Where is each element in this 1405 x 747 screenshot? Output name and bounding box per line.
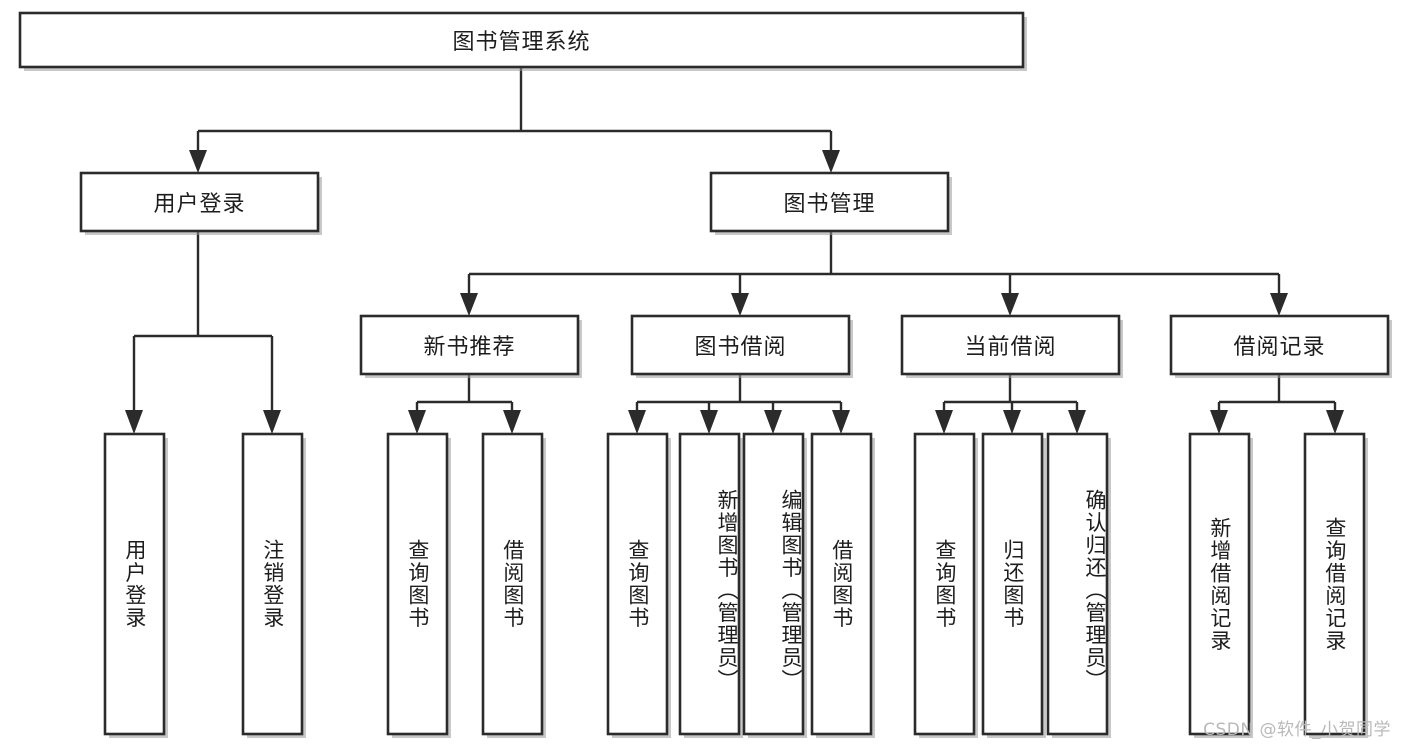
edge-group-bookmanage — [460, 231, 1288, 316]
node-leaf-query-book-2[interactable] — [606, 432, 669, 736]
node-leaf-borrow-book-1[interactable] — [481, 432, 544, 736]
arrow-root-to-bookmanage — [822, 150, 840, 173]
edge-group-newbook — [408, 374, 521, 434]
arrow-newbook-to-leaf2 — [503, 410, 521, 434]
arrow-bookborrow-to-leaf1 — [628, 410, 646, 434]
arrow-borrowrecord-to-leaf2 — [1326, 410, 1344, 434]
node-current-borrow[interactable] — [900, 314, 1121, 376]
edge-group-root — [189, 67, 840, 173]
node-leaf-add-record[interactable] — [1188, 432, 1251, 736]
arrow-currentborrow-to-leaf3 — [1068, 410, 1086, 434]
arrow-borrowrecord-to-leaf1 — [1210, 410, 1228, 434]
arrow-bookborrow-to-leaf2 — [700, 410, 718, 434]
node-book-borrow[interactable] — [630, 314, 851, 376]
arrow-userlogin-to-leaf1 — [125, 410, 143, 434]
edge-group-userlogin — [125, 231, 281, 434]
arrow-bookmanage-to-new — [460, 293, 478, 316]
node-leaf-query-book-1[interactable] — [386, 432, 449, 736]
arrow-currentborrow-to-leaf1 — [935, 410, 953, 434]
node-borrow-record[interactable] — [1169, 314, 1390, 376]
node-book-manage[interactable] — [709, 171, 950, 233]
node-user-login[interactable] — [79, 171, 320, 233]
node-leaf-user-login[interactable] — [103, 432, 166, 736]
node-leaf-return-book[interactable] — [981, 432, 1044, 736]
node-leaf-edit-book[interactable] — [742, 432, 805, 736]
arrow-root-to-userlogin — [189, 150, 207, 173]
arrow-userlogin-to-leaf2 — [263, 410, 281, 434]
edge-group-borrowrecord — [1210, 374, 1344, 434]
node-root[interactable] — [18, 11, 1025, 69]
node-leaf-query-book-3[interactable] — [913, 432, 976, 736]
node-leaf-borrow-book-2[interactable] — [810, 432, 873, 736]
node-leaf-logout[interactable] — [241, 432, 304, 736]
box-group — [18, 11, 1390, 736]
node-leaf-confirm-return[interactable] — [1046, 432, 1109, 736]
arrow-bookmanage-to-borrow — [731, 293, 749, 316]
arrow-currentborrow-to-leaf2 — [1003, 410, 1021, 434]
csdn-watermark: CSDN @软件_小贺同学 — [1203, 720, 1391, 740]
node-new-book-rec[interactable] — [359, 314, 580, 376]
arrow-bookborrow-to-leaf4 — [832, 410, 850, 434]
edge-group-bookborrow — [628, 374, 850, 434]
node-leaf-query-record[interactable] — [1303, 432, 1366, 736]
arrow-bookmanage-to-current — [1001, 293, 1019, 316]
arrow-newbook-to-leaf1 — [408, 410, 426, 434]
arrow-bookborrow-to-leaf3 — [764, 410, 782, 434]
edge-group-currentborrow — [935, 374, 1086, 434]
arrow-bookmanage-to-record — [1270, 293, 1288, 316]
node-leaf-add-book[interactable] — [678, 432, 741, 736]
